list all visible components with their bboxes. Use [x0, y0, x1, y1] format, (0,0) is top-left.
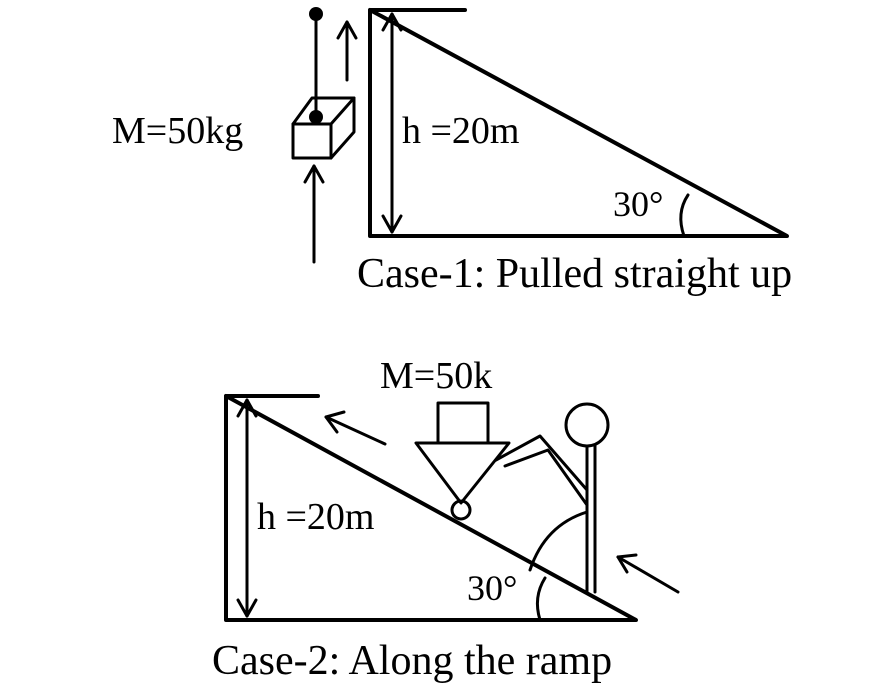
case2-mass-label: M=50k: [380, 355, 492, 397]
case1-angle-label: 30°: [613, 184, 663, 224]
case1-mass-label: M=50kg: [112, 110, 243, 152]
case1-up-arrow: [336, 20, 358, 82]
case2-height-arrow: [236, 398, 258, 618]
case2-height-label: h =20m: [257, 496, 375, 538]
case1-pulley-dot: [309, 7, 323, 21]
case1-box: [291, 96, 356, 160]
case2-push-arrow: [616, 553, 680, 594]
case1-ramp: [368, 8, 789, 238]
case2-figure: h =20m 30° M=50k Case: [212, 355, 680, 684]
case1-angle-arc: [679, 193, 690, 238]
case1-height-label: h =20m: [402, 110, 520, 152]
case2-cart: [414, 401, 511, 521]
case2-person-figure: [494, 402, 610, 594]
case2-angle-label: 30°: [467, 568, 517, 608]
case1-caption: Case-1: Pulled straight up: [357, 251, 792, 297]
case1-figure: h =20m 30° M=50kg Case-1: Pulled straigh…: [112, 7, 792, 297]
case1-height-arrow: [381, 12, 403, 234]
case2-caption: Case-2: Along the ramp: [212, 638, 612, 684]
case2-ramp: [224, 394, 638, 622]
case2-angle-arc: [535, 576, 547, 622]
case2-ramp-arrow: [324, 410, 387, 446]
case1-support-arrow: [303, 164, 325, 264]
